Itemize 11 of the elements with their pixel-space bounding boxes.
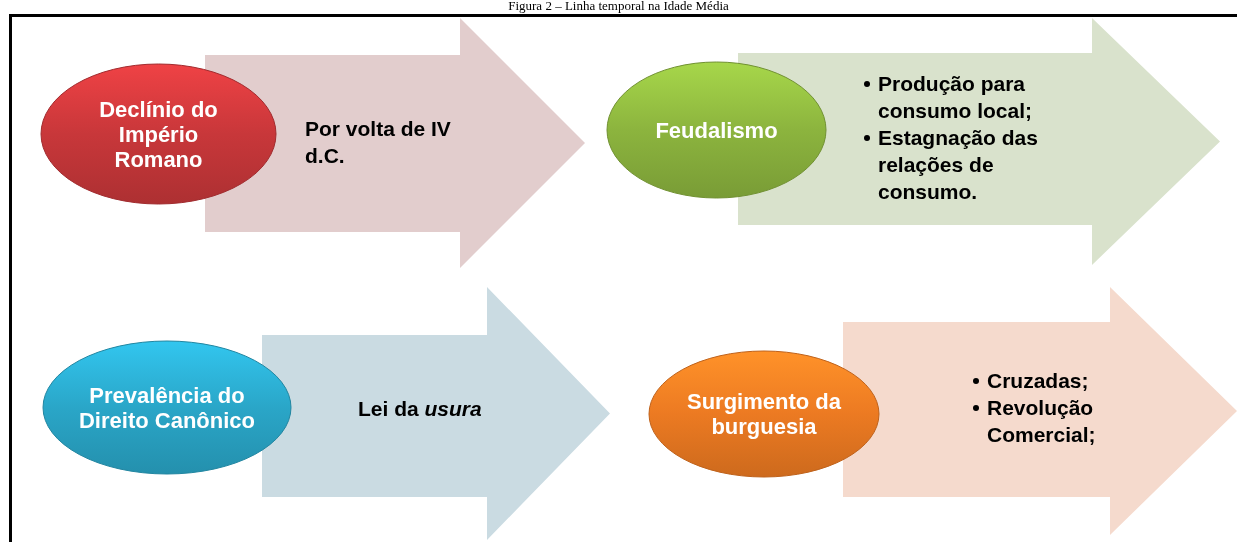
bullet-text: Cruzadas;	[987, 369, 1089, 392]
ellipse-label: Declínio do Império Romano	[98, 96, 219, 172]
bullet-text: Produção para consumo local;	[878, 72, 1033, 122]
ellipse-label: Feudalismo	[655, 117, 778, 143]
arrow-text: Lei da usura	[358, 396, 483, 422]
bullet-text: Revolução Comercial;	[987, 396, 1096, 446]
ellipse-label: Surgimento da burguesia	[686, 389, 842, 439]
ellipse-label: Prevalência do Direito Canônico	[78, 382, 256, 433]
bullet-text: Estagnação das relações de consumo.	[878, 126, 1038, 203]
figure-title: Figura 2 – Linha temporal na Idade Média	[507, 0, 730, 13]
arrow-text: Por volta de IV d.C.	[305, 116, 452, 169]
